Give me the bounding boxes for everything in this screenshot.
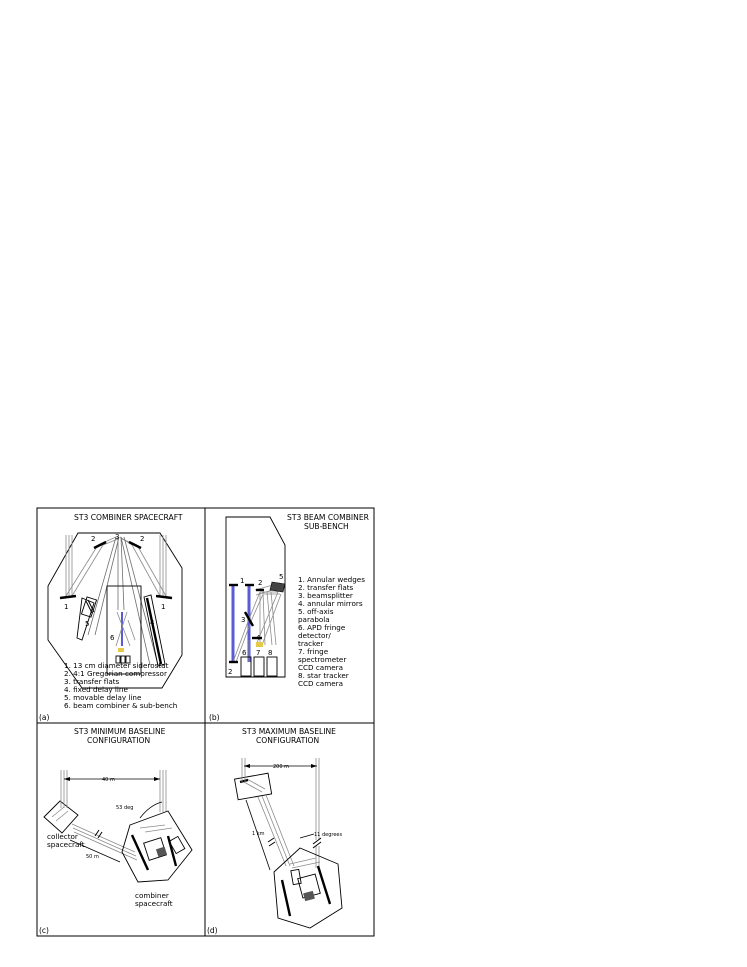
panel-d-dist-1km: 1 km	[252, 831, 265, 837]
panel-d-tag: (d)	[207, 926, 218, 935]
svg-text:detector/: detector/	[298, 631, 331, 640]
panel-b-num-2-bottom: 2	[228, 668, 232, 676]
svg-text:5. off-axis: 5. off-axis	[298, 607, 334, 616]
panel-a-combiner-bench	[106, 585, 142, 675]
panel-b-beams	[232, 582, 283, 663]
panel-b-num-4: 4	[256, 634, 261, 642]
panel-a-delay-carriage	[80, 596, 98, 618]
panel-a-compressor-right	[128, 540, 142, 550]
svg-text:2. 4:1 Gregorian compressor: 2. 4:1 Gregorian compressor	[64, 669, 167, 678]
panel-b-yellow-beam	[256, 642, 263, 647]
panel-d: ST3 MAXIMUM BASELINE CONFIGURATION 200 m…	[207, 727, 342, 935]
panel-d-title-2: CONFIGURATION	[256, 736, 319, 745]
svg-text:8. star tracker: 8. star tracker	[298, 671, 349, 680]
panel-d-combiner-detail	[280, 857, 332, 917]
panel-a-num-6: 6	[110, 634, 115, 642]
panel-a-num-2-left: 2	[91, 535, 95, 543]
panel-c-combiner-detail	[130, 824, 186, 871]
panel-d-diagonal-beam	[257, 796, 287, 867]
panel-c-tag: (c)	[39, 926, 49, 935]
panel-a-fixed-delay-line	[143, 594, 166, 667]
panel-a-siderostat-right	[155, 594, 173, 600]
panel-c-dist-40: 40 m	[102, 777, 115, 783]
panel-a-hull	[47, 532, 183, 689]
svg-text:spectrometer: spectrometer	[298, 655, 346, 664]
panel-a-num-1-right: 1	[161, 603, 165, 611]
svg-text:3. beamsplitter: 3. beamsplitter	[298, 591, 353, 600]
panel-c: ST3 MINIMUM BASELINE CONFIGURATION 40 m …	[39, 727, 193, 935]
panel-c-title-1: ST3 MINIMUM BASELINE	[74, 727, 166, 736]
panel-d-collector-box	[234, 772, 273, 801]
panel-d-title-1: ST3 MAXIMUM BASELINE	[242, 727, 336, 736]
panel-c-combiner-label-2: spacecraft	[135, 899, 173, 908]
panel-a-compressor-left	[93, 540, 107, 550]
panel-a-tag: (a)	[39, 713, 50, 722]
svg-text:tracker: tracker	[298, 639, 323, 648]
panel-b-detector-6	[240, 656, 252, 677]
svg-text:1. 13 cm diameter siderostat: 1. 13 cm diameter siderostat	[64, 661, 169, 670]
panel-a-yellow-beam	[118, 648, 124, 652]
svg-text:4. annular mirrors: 4. annular mirrors	[298, 599, 363, 608]
panel-b-parabola	[269, 581, 286, 593]
panel-b-num-8: 8	[268, 649, 272, 657]
svg-text:5. movable delay line: 5. movable delay line	[64, 693, 142, 702]
panel-c-combiner-label-1: combiner	[135, 891, 169, 900]
panel-b-detector-8	[266, 656, 278, 677]
panel-a-num-4: 4	[150, 619, 155, 627]
panel-a-num-2-right: 2	[140, 535, 144, 543]
panel-b-num-5: 5	[279, 573, 283, 581]
panel-b-num-7: 7	[256, 649, 260, 657]
panel-c-angle: 53 deg	[116, 805, 133, 811]
panel-b-legend: 1. Annular wedges 2. transfer flats 3. b…	[298, 575, 365, 688]
panel-d-combiner-hull	[273, 847, 343, 929]
svg-text:1. Annular wedges: 1. Annular wedges	[298, 575, 365, 584]
panel-a: ST3 COMBINER SPACECRAFT	[39, 513, 183, 722]
panel-c-title-2: CONFIGURATION	[87, 736, 150, 745]
panel-d-dist-200: 200 m	[273, 764, 289, 770]
svg-text:CCD camera: CCD camera	[298, 679, 343, 688]
panel-b-bench	[225, 516, 286, 678]
panel-b-num-3: 3	[241, 616, 245, 624]
svg-text:2. transfer flats: 2. transfer flats	[298, 583, 354, 592]
panel-b-num-2-top: 2	[258, 579, 262, 587]
panel-c-combiner-hull	[121, 810, 193, 883]
panel-b-title-1: ST3 BEAM COMBINER	[287, 513, 370, 522]
panel-c-collector-label-1: collector	[47, 832, 78, 841]
panel-b-title-2: SUB-BENCH	[304, 522, 349, 531]
svg-text:7. fringe: 7. fringe	[298, 647, 329, 656]
panel-a-legend: 1. 13 cm diameter siderostat 2. 4:1 Greg…	[64, 661, 177, 710]
panel-b-num-6: 6	[242, 649, 247, 657]
panel-a-num-5: 5	[85, 620, 89, 628]
panel-c-collector-label-2: spacecraft	[47, 840, 85, 849]
panel-a-num-3: 3	[115, 533, 119, 541]
panel-d-angle: 11 degrees	[314, 832, 342, 838]
panel-c-dist-50: 50 m	[86, 854, 99, 860]
panel-b-num-1: 1	[240, 577, 244, 585]
svg-text:3. transfer flats: 3. transfer flats	[64, 677, 120, 686]
svg-text:CCD camera: CCD camera	[298, 663, 343, 672]
svg-text:4. fixed delay line: 4. fixed delay line	[64, 685, 128, 694]
panel-b-detector-7	[253, 656, 265, 677]
panel-b-tag: (b)	[209, 713, 220, 722]
panel-c-collector-box	[43, 800, 79, 834]
svg-text:parabola: parabola	[298, 615, 330, 624]
panel-b: ST3 BEAM COMBINER SUB-BENCH	[209, 513, 370, 722]
panel-a-title: ST3 COMBINER SPACECRAFT	[74, 513, 183, 522]
panel-b-beamsplitter	[243, 611, 255, 627]
panel-a-siderostat-left	[59, 594, 77, 600]
panel-c-diagonal-beam	[71, 823, 136, 853]
svg-text:6. beam combiner & sub-bench: 6. beam combiner & sub-bench	[64, 701, 177, 710]
svg-text:6. APD fringe: 6. APD fringe	[298, 623, 346, 632]
panel-a-movable-delay-line	[76, 597, 95, 641]
panel-a-num-1-left: 1	[64, 603, 68, 611]
